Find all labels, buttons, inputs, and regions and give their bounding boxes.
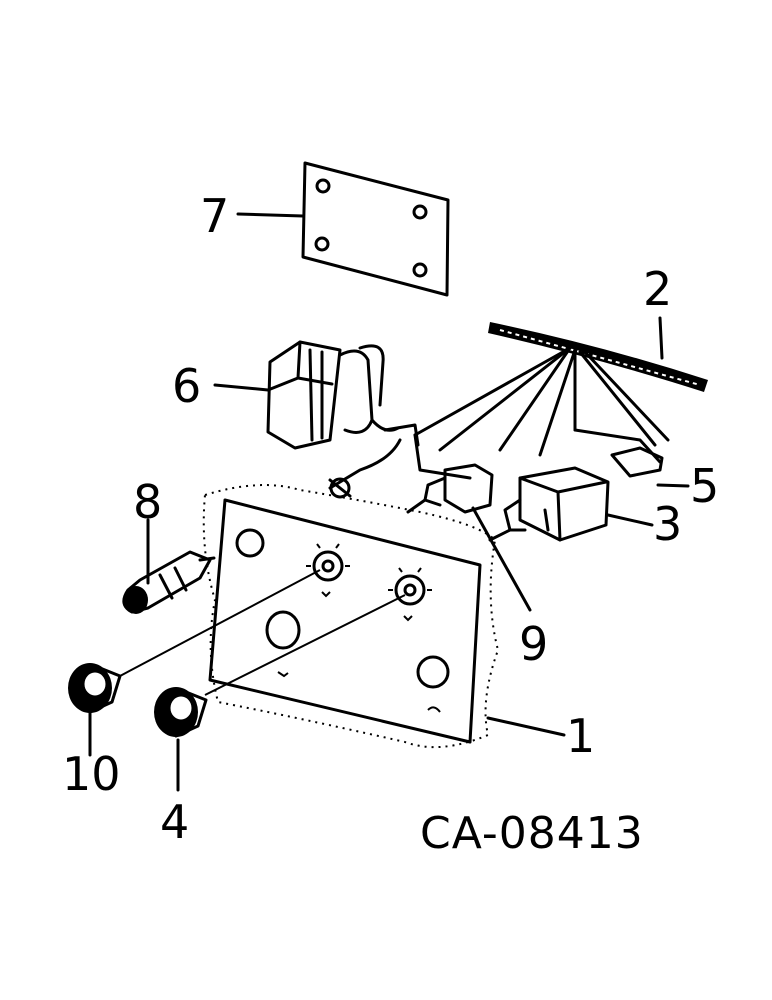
plug-connector xyxy=(328,477,352,499)
callout-8: 8 xyxy=(133,475,162,529)
part-1-panel xyxy=(202,484,500,749)
part-9-switch xyxy=(406,463,494,514)
part-8-bulb xyxy=(122,550,216,614)
part-3-switch xyxy=(488,466,610,542)
callout-1: 1 xyxy=(566,709,595,763)
part-5-connector xyxy=(610,446,664,478)
part-10-knob xyxy=(68,663,122,714)
callout-10: 10 xyxy=(62,747,121,801)
callout-5: 5 xyxy=(690,459,719,513)
part-6-relay xyxy=(266,340,420,450)
leader-lines xyxy=(88,212,690,792)
callout-3: 3 xyxy=(653,497,682,551)
wiring-harness xyxy=(328,346,670,490)
callout-2: 2 xyxy=(643,262,672,316)
callout-4: 4 xyxy=(160,795,189,849)
callout-9: 9 xyxy=(519,617,548,671)
callout-6: 6 xyxy=(172,359,201,413)
part-4-knob xyxy=(154,687,208,738)
part-7-plate xyxy=(301,161,450,297)
callout-labels: 7 2 6 5 8 3 9 1 10 4 CA-08413 xyxy=(62,189,719,859)
part-2-harness-strip xyxy=(488,322,708,392)
callout-7: 7 xyxy=(200,189,229,243)
reference-code: CA-08413 xyxy=(420,808,644,859)
